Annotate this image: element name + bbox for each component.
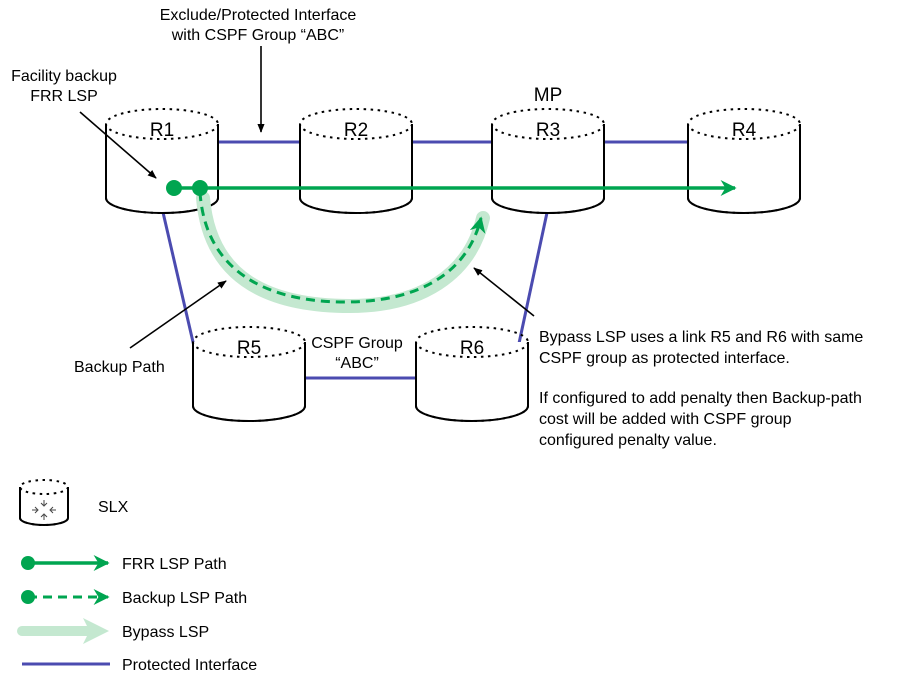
router-r3[interactable]: R3 xyxy=(491,108,605,214)
protected-links xyxy=(160,140,688,380)
backup-swatch-dot xyxy=(21,590,35,604)
label-penalty-line1: If configured to add penalty then Backup… xyxy=(539,390,862,407)
label-cspf-group-abc: “ABC” xyxy=(335,355,379,372)
router-label: R1 xyxy=(150,120,174,141)
label-exclude-protected: Exclude/Protected Interface xyxy=(160,7,357,24)
legend-protected-interface: Protected Interface xyxy=(22,657,257,674)
label-bypass-line1: Bypass LSP uses a link R5 and R6 with sa… xyxy=(539,329,863,346)
legend: SLX FRR LSP Path Backup LSP Path Bypass … xyxy=(17,479,257,674)
router-r4[interactable]: R4 xyxy=(687,108,801,214)
plr-dot xyxy=(192,180,208,196)
legend-slx: SLX xyxy=(19,479,129,526)
router-r2[interactable]: R2 xyxy=(299,108,413,214)
legend-bypass-lsp: Bypass LSP xyxy=(17,618,209,644)
label-frr-lsp: FRR LSP xyxy=(30,88,98,105)
router-label: R2 xyxy=(344,120,368,141)
legend-frr-lsp-path: FRR LSP Path xyxy=(21,555,227,573)
router-label: R4 xyxy=(732,120,757,141)
label-backup-path: Backup Path xyxy=(74,359,165,376)
router-label: R6 xyxy=(460,338,484,359)
link-r3-r6 xyxy=(516,207,550,349)
legend-bypass-label: Bypass LSP xyxy=(122,624,209,641)
link-r1-r5 xyxy=(160,207,198,356)
legend-slx-label: SLX xyxy=(98,499,129,516)
pointer-backup-path xyxy=(129,280,227,349)
label-cspf-group: CSPF Group xyxy=(311,335,403,352)
frr-swatch-dot xyxy=(21,556,35,570)
router-label: R3 xyxy=(536,120,560,141)
legend-protected-label: Protected Interface xyxy=(122,657,257,674)
legend-backup-label: Backup LSP Path xyxy=(122,590,247,607)
frr-head-dot xyxy=(166,180,182,196)
legend-frr-label: FRR LSP Path xyxy=(122,556,227,573)
router-r5[interactable]: R5 xyxy=(192,326,306,422)
label-penalty-line3: configured penalty value. xyxy=(539,432,717,449)
label-bypass-line2: CSPF group as protected interface. xyxy=(539,350,790,367)
router-label: R5 xyxy=(237,338,261,359)
bypass-lsp-band xyxy=(196,191,490,314)
label-with-cspf-group: with CSPF Group “ABC” xyxy=(171,27,344,44)
pointer-facility-backup xyxy=(79,111,157,179)
legend-backup-lsp-path: Backup LSP Path xyxy=(21,589,247,607)
label-penalty-line2: cost will be added with CSPF group xyxy=(539,411,792,428)
pointer-bypass-lsp xyxy=(473,267,535,317)
backup-lsp-path xyxy=(198,191,486,304)
label-mp: MP xyxy=(534,85,563,106)
label-facility-backup: Facility backup xyxy=(11,68,117,85)
slx-router-icon xyxy=(19,479,69,526)
router-r1[interactable]: R1 xyxy=(105,108,219,214)
router-r6[interactable]: R6 xyxy=(415,326,529,422)
